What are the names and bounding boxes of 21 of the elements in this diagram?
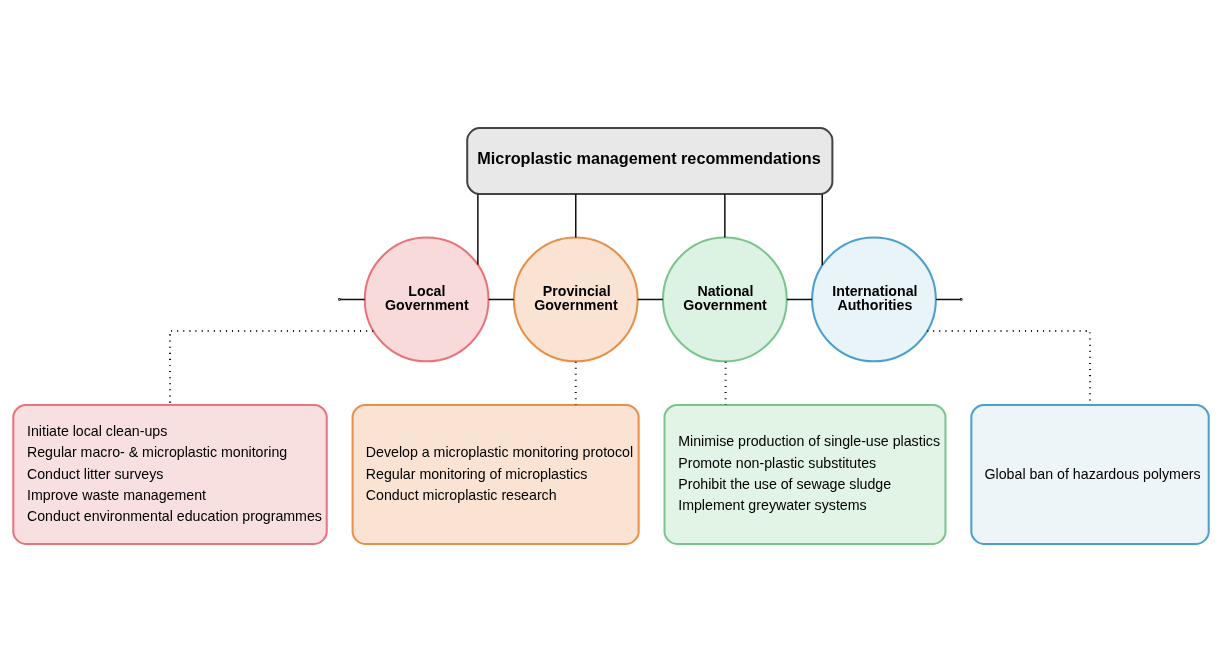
node-box: Microplastic management recommendations [466, 127, 834, 195]
node-box: Initiate local clean-ups Regular macro- & microplastic monitoring Conduct litter surveys Improve waste management Conduct environmental education programmes [12, 403, 328, 545]
connector [821, 193, 823, 266]
connector [575, 193, 577, 239]
connector [574, 361, 577, 405]
connector [487, 298, 515, 301]
node-circle: Provincial Government [512, 236, 639, 363]
node-box: Minimise production of single-use plastics Promote non-plastic substitutes Prohibit the use of sewage sludge Implement greywater systems [663, 403, 947, 545]
connector [935, 298, 962, 301]
connector [724, 193, 726, 239]
connector [636, 298, 664, 301]
node-circle: National Government [661, 236, 788, 363]
connector [786, 298, 813, 301]
connector [339, 298, 366, 301]
node-box: Develop a microplastic monitoring protocol Regular monitoring of microplastics Conduct microplastic research [351, 403, 640, 545]
connector [477, 193, 479, 266]
connector [724, 361, 727, 405]
node-circle: International Authorities [811, 236, 937, 363]
connector [169, 329, 374, 405]
node-circle: Local Government [363, 236, 490, 363]
node-box: Global ban of hazardous polymers [970, 403, 1210, 545]
